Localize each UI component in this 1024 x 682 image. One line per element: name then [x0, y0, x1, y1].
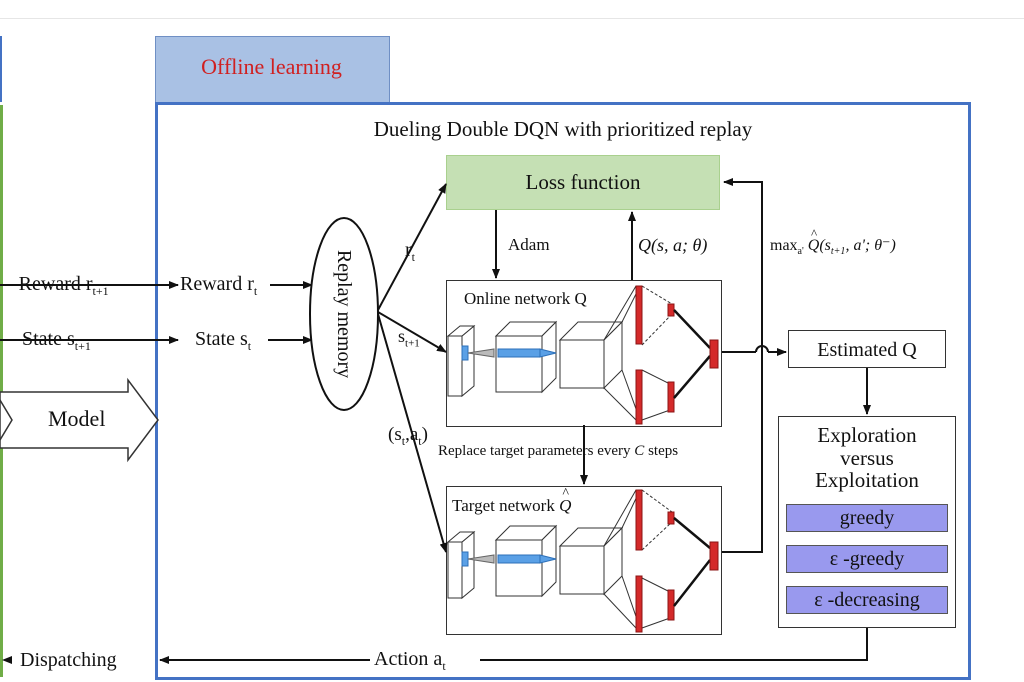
- offline-learning-label: Offline learning: [201, 54, 342, 79]
- q-online-label: Q(s, a; θ): [638, 235, 708, 255]
- target-network-layers: [446, 489, 719, 633]
- target-network-label: Target network ^Q: [452, 486, 572, 515]
- loss-function-label: Loss function: [525, 170, 641, 194]
- offline-learning-panel: [155, 102, 971, 680]
- exploration-line2: versus: [840, 446, 894, 470]
- option-greedy[interactable]: greedy: [786, 504, 948, 532]
- estimated-q-label: Estimated Q: [817, 339, 917, 361]
- state-label: State st: [195, 328, 252, 353]
- branch-sa-label: (st,at): [388, 424, 428, 448]
- exploration-line1: Exploration: [817, 423, 917, 447]
- action-label: Action at: [374, 648, 446, 673]
- branch-r-arrow: [377, 183, 447, 311]
- exploration-line3: Exploitation: [815, 468, 919, 492]
- q-target-label: maxa' ^Q(st+1, a'; θ⁻): [770, 226, 896, 258]
- branch-sa-arrow: [377, 313, 448, 553]
- model-label: Model: [48, 406, 106, 431]
- adam-label: Adam: [508, 235, 550, 254]
- online-network-label: Online network Q: [464, 289, 587, 308]
- branch-s-label: st+1: [398, 326, 420, 350]
- option-epsilon-decreasing[interactable]: ε -decreasing: [786, 586, 948, 614]
- dispatching-arrowhead: [2, 656, 12, 664]
- state-next-label: State st+1: [22, 328, 91, 353]
- target-to-loss-line: [722, 178, 763, 553]
- left-panel-edge: [0, 105, 3, 677]
- dispatching-label: Dispatching: [20, 649, 117, 671]
- estimated-q-box: [788, 330, 946, 368]
- target-network-box: [446, 486, 722, 635]
- model-arrow: [0, 377, 159, 463]
- exploration-box: [778, 416, 956, 628]
- replace-note: Replace target parameters every C steps: [438, 443, 679, 459]
- loss-function-box: [446, 155, 720, 210]
- panel-title: Dueling Double DQN with prioritized repl…: [373, 117, 753, 141]
- top-divider: [0, 18, 1024, 19]
- branch-s-arrow: [377, 311, 447, 353]
- reward-label: Reward rt: [180, 273, 258, 298]
- option-epsilon-greedy[interactable]: ε -greedy: [786, 545, 948, 573]
- branch-r-label: rt: [405, 239, 416, 264]
- offline-learning-tab[interactable]: [155, 36, 390, 104]
- replay-memory-label: Replay memory: [333, 249, 355, 379]
- reward-next-label: -Reward rt+1: [12, 273, 109, 298]
- left-tab-edge: [0, 36, 2, 102]
- online-network-layers: [446, 285, 719, 425]
